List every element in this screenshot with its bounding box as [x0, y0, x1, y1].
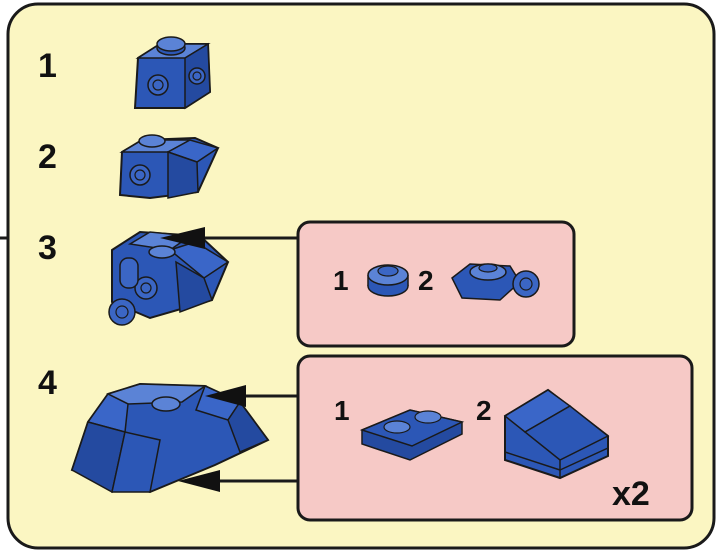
arrow-subassembly-b-to-step-4-top — [205, 385, 300, 407]
subassembly-a-step-number-1: 1 — [333, 265, 349, 296]
subassembly-b-step-number-2: 2 — [476, 395, 492, 426]
subassembly-b-slope-image — [503, 388, 610, 480]
step-number-2: 2 — [38, 138, 57, 176]
subassembly-a-round-plate-image — [367, 264, 409, 297]
step-number-4: 4 — [38, 364, 57, 402]
subassembly-b-panel — [296, 354, 694, 522]
subassembly-b-plate-image — [359, 409, 465, 461]
step-1-brick-image — [133, 36, 212, 110]
subassembly-a-clip-plate-image — [451, 263, 540, 301]
subassembly-a-step-number-2: 2 — [418, 265, 434, 296]
step-2-brick-image — [118, 134, 220, 200]
step-number-1: 1 — [38, 47, 57, 85]
subassembly-b-multiplier: x2 — [612, 475, 650, 513]
arrow-subassembly-a-to-step-3 — [160, 227, 300, 249]
arrow-subassembly-b-to-step-4-bottom — [178, 470, 300, 492]
subassembly-b-step-number-1: 1 — [334, 395, 350, 426]
step-number-3: 3 — [38, 229, 57, 267]
subassembly-a-panel — [296, 220, 576, 348]
step-4-brick-image — [70, 382, 270, 494]
